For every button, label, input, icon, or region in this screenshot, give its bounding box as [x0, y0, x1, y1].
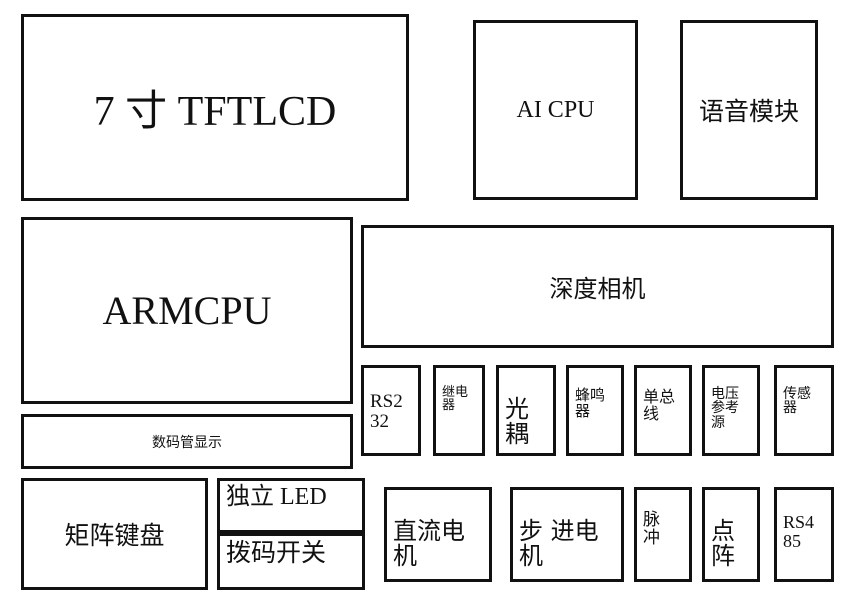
- pulse-label: 脉 冲: [643, 509, 660, 548]
- dot-matrix-label: 点 阵: [711, 517, 735, 571]
- relay-label: 继电 器: [442, 384, 469, 414]
- arm-cpu-label: ARMCPU: [102, 288, 272, 333]
- dip-switch-label: 拨码开关: [226, 538, 327, 567]
- optocoupler-label: 光 耦: [505, 395, 529, 449]
- dc-motor-label: 直流电 机: [393, 517, 465, 571]
- rs232-block: RS2 32: [361, 365, 421, 456]
- matrix-keyboard-block: 矩阵键盘: [21, 478, 208, 590]
- voltage-reference-block: 电压 参考 源: [702, 365, 760, 456]
- ai-cpu-block: AI CPU: [473, 20, 638, 200]
- stepper-motor-label: 步 进电 机: [519, 517, 599, 571]
- depth-camera-label: 深度相机: [549, 275, 646, 303]
- tft-lcd-label: 7 寸 TFTLCD: [93, 89, 337, 135]
- seven-segment-display-block: 数码管显示: [21, 414, 353, 469]
- dot-matrix-block: 点 阵: [702, 487, 760, 582]
- buzzer-label: 蜂鸣 器: [575, 385, 606, 420]
- sensor-block: 传感 器: [774, 365, 834, 456]
- stepper-motor-block: 步 进电 机: [510, 487, 624, 582]
- single-bus-label: 单总 线: [643, 386, 676, 423]
- voltage-reference-label: 电压 参考 源: [711, 385, 739, 432]
- pulse-block: 脉 冲: [634, 487, 692, 582]
- tft-lcd-block: 7 寸 TFTLCD: [21, 14, 409, 201]
- independent-led-block: 独立 LED: [217, 478, 365, 533]
- rs485-block: RS4 85: [774, 487, 834, 582]
- relay-block: 继电 器: [433, 365, 485, 456]
- rs232-label: RS2 32: [370, 390, 403, 432]
- voice-module-label: 语音模块: [698, 97, 799, 126]
- dip-switch-block: 拨码开关: [217, 533, 365, 590]
- ai-cpu-label: AI CPU: [516, 96, 595, 123]
- rs485-label: RS4 85: [783, 511, 815, 551]
- seven-segment-display-label: 数码管显示: [152, 434, 222, 451]
- voice-module-block: 语音模块: [680, 20, 818, 200]
- dc-motor-block: 直流电 机: [384, 487, 492, 582]
- sensor-label: 传感 器: [783, 385, 811, 417]
- depth-camera-block: 深度相机: [361, 225, 834, 348]
- matrix-keyboard-label: 矩阵键盘: [64, 521, 165, 550]
- independent-led-label: 独立 LED: [226, 484, 327, 510]
- single-bus-block: 单总 线: [634, 365, 692, 456]
- optocoupler-block: 光 耦: [496, 365, 556, 456]
- arm-cpu-block: ARMCPU: [21, 217, 353, 404]
- buzzer-block: 蜂鸣 器: [566, 365, 624, 456]
